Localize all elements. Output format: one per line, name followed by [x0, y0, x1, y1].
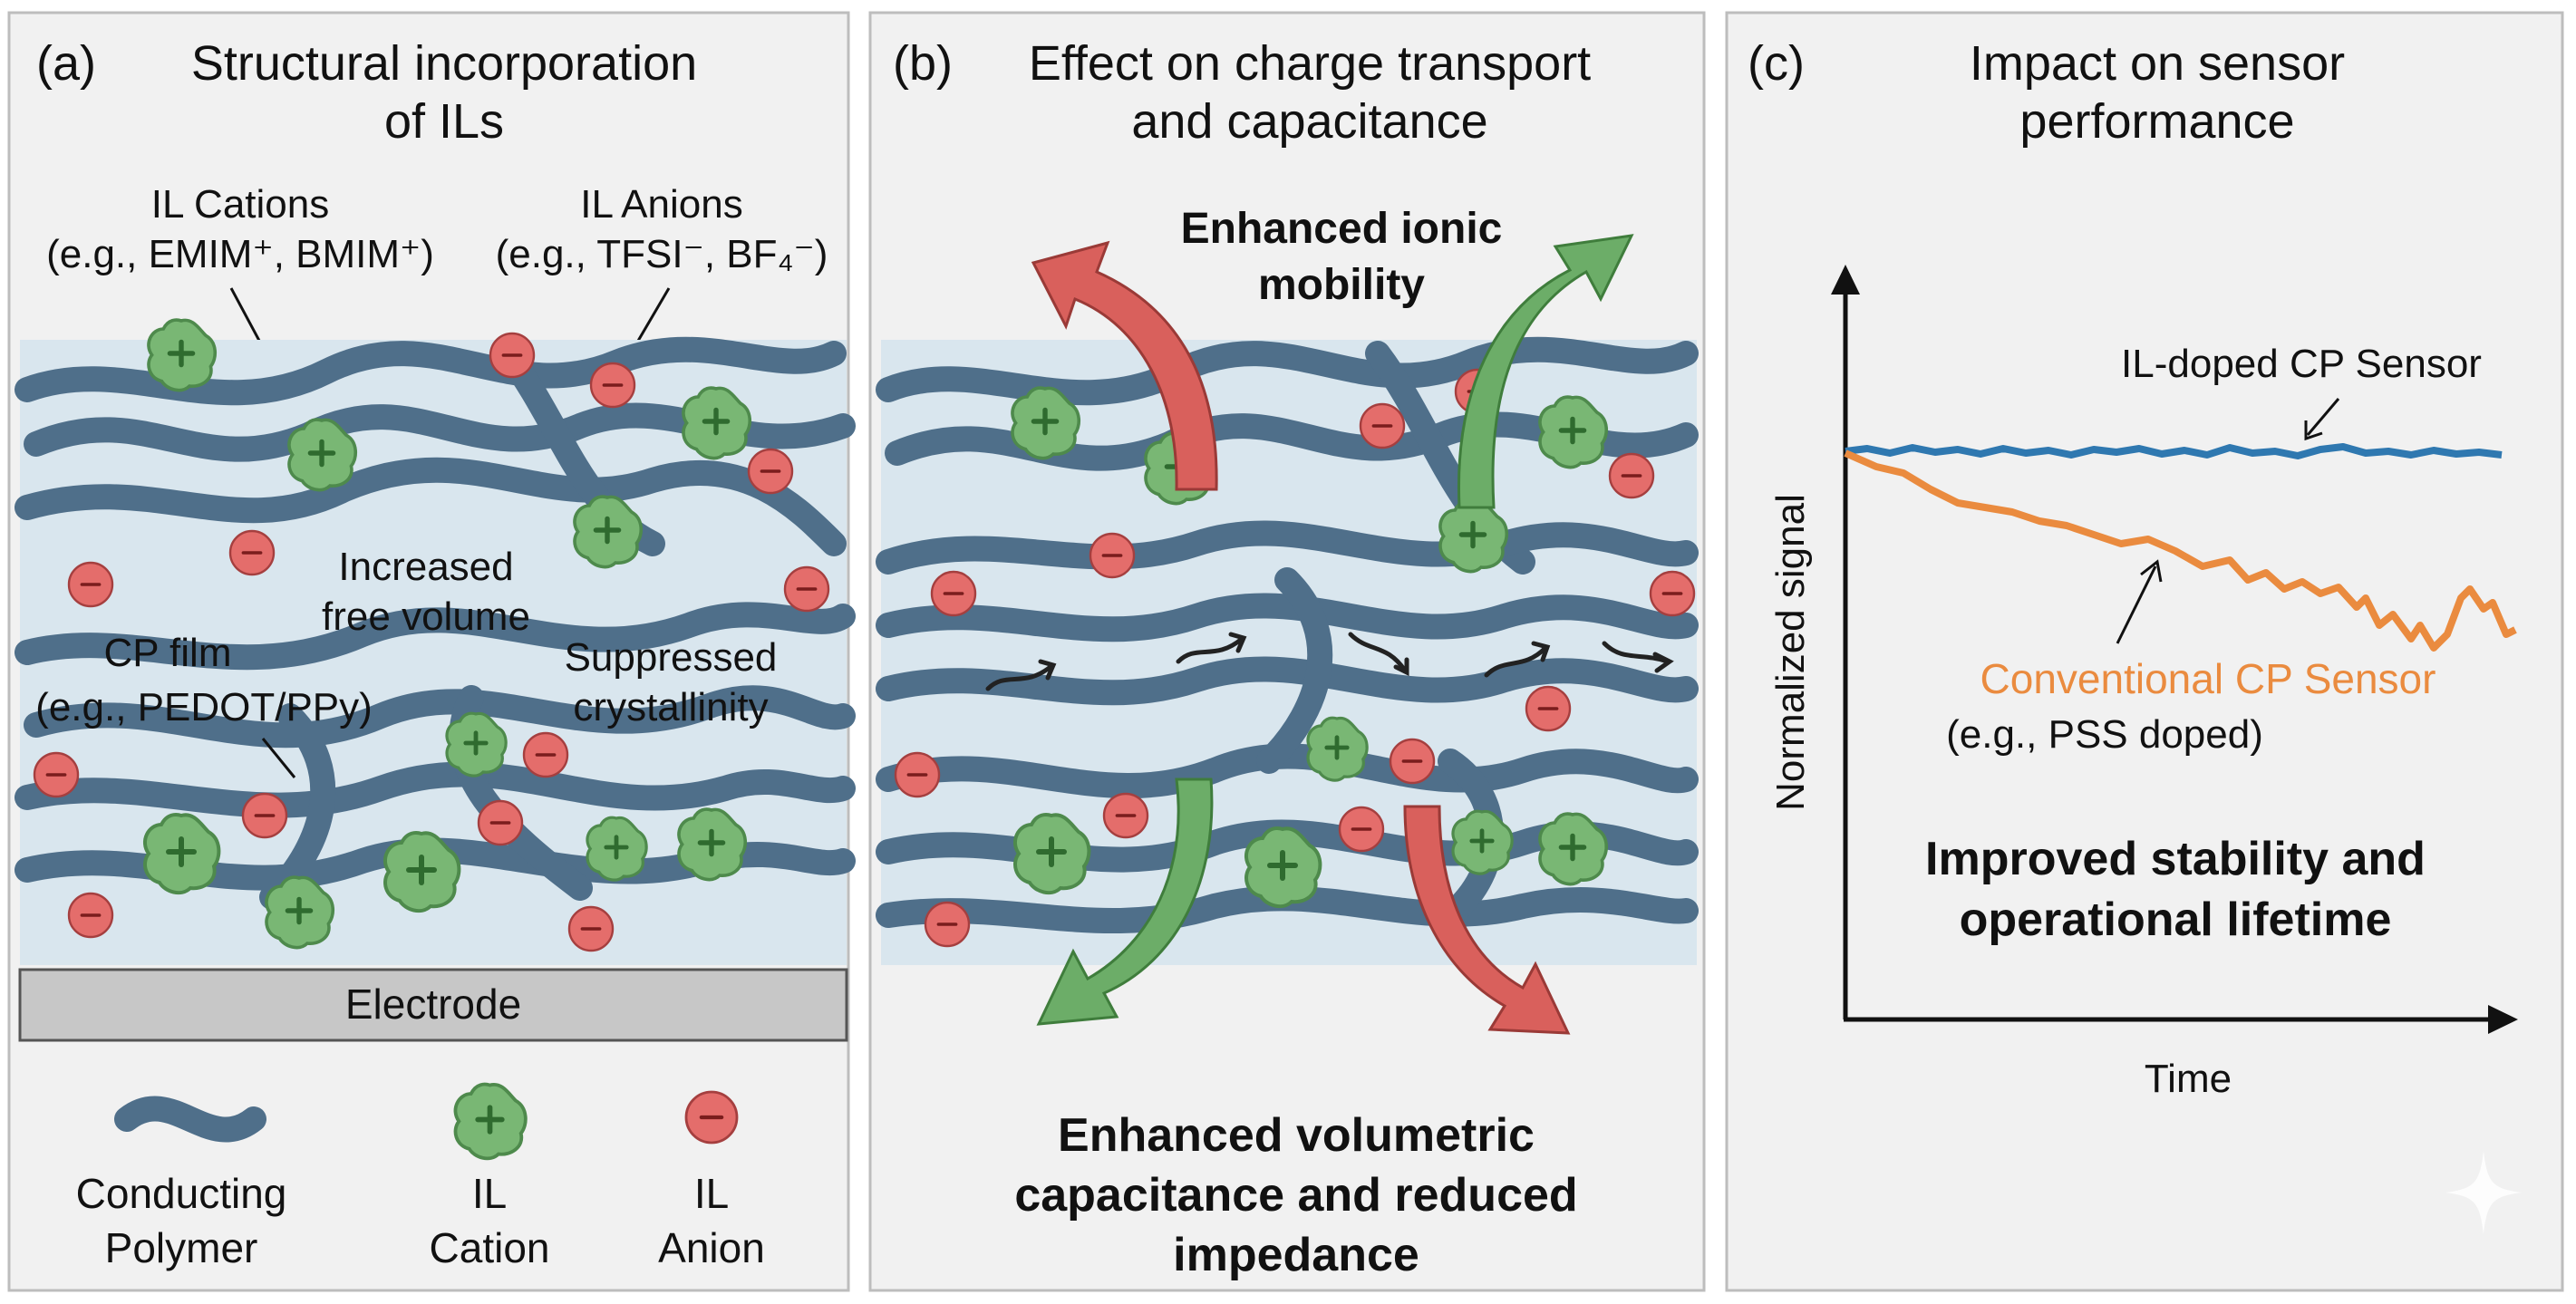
il-series-leader-head	[2304, 420, 2323, 441]
anions-label-line2: (e.g., TFSI⁻, BF₄⁻)	[496, 232, 828, 276]
conventional-series-leader-head	[2140, 559, 2163, 583]
electrode-label: Electrode	[345, 980, 521, 1028]
conventional-series-leader	[2116, 565, 2157, 644]
electrode-bar	[18, 968, 848, 1042]
legend-anion-line2: Anion	[658, 1224, 765, 1271]
panel-c-title-line2: performance	[2019, 94, 2294, 149]
il-series-leader	[2306, 398, 2340, 436]
conclusion-line1: Improved stability and	[1925, 833, 2426, 885]
mobility-line2: mobility	[1258, 261, 1425, 309]
capacitance-line1: Enhanced volumetric	[1058, 1109, 1535, 1162]
il-series-label: IL-doped CP Sensor	[2121, 342, 2482, 386]
cp-film-line2: (e.g., PEDOT/PPy)	[35, 685, 373, 729]
cations-label-line2: (e.g., EMIM⁺, BMIM⁺)	[46, 232, 434, 276]
panel-a-title-line1: Structural incorporation	[191, 36, 697, 91]
panel-c-letter: (c)	[1748, 36, 1805, 91]
panel-c-background	[1725, 11, 2564, 1292]
conventional-series-label: Conventional CP Sensor	[1980, 655, 2436, 702]
mobility-line1: Enhanced ionic	[1181, 205, 1503, 253]
panel-b: (b) Effect on charge transport and capac…	[868, 11, 1706, 1292]
capacitance-line2: capacitance and reduced	[1014, 1169, 1577, 1222]
panel-c-title-line1: Impact on sensor	[1970, 36, 2345, 91]
crystallinity-line2: crystallinity	[573, 685, 768, 729]
panel-c: (c) Impact on sensor performance Normali…	[1725, 11, 2564, 1292]
x-axis-label: Time	[2145, 1057, 2232, 1101]
legend-a: Conducting Polymer IL Cation IL Anion	[76, 1085, 765, 1271]
free-volume-line1: Increased	[338, 545, 513, 589]
anion-icon	[686, 1092, 737, 1143]
legend-cation-line1: IL	[472, 1170, 507, 1217]
anions-label-line1: IL Anions	[580, 182, 742, 227]
y-axis-arrowhead	[1831, 265, 1860, 295]
transport-arrows-b	[985, 632, 1674, 691]
legend-polymer-line1: Conducting	[76, 1170, 287, 1217]
cations-label-line1: IL Cations	[151, 182, 329, 227]
legend-polymer-line2: Polymer	[105, 1224, 258, 1271]
panel-b-letter: (b)	[893, 36, 953, 91]
cp-film-leader	[261, 738, 296, 778]
panel-b-title-line2: and capacitance	[1131, 94, 1487, 149]
conventional-series-note: (e.g., PSS doped)	[1946, 712, 2263, 757]
capacitance-line3: impedance	[1173, 1229, 1419, 1281]
conclusion-line2: operational lifetime	[1960, 893, 2392, 946]
sparkle-icon	[2445, 1151, 2522, 1234]
cp-film-line1: CP film	[104, 631, 232, 675]
x-axis-arrowhead	[2488, 1005, 2518, 1034]
polymer-chain-icon	[114, 1096, 266, 1143]
panel-a: (a) Structural incorporation of ILs IL C…	[7, 11, 856, 1292]
green-arrow-down	[1036, 778, 1214, 1026]
free-volume-line2: free volume	[322, 594, 530, 639]
flux-arrows-b	[1031, 234, 1634, 1035]
y-axis-label: Normalized signal	[1768, 494, 1813, 811]
legend-anion-line1: IL	[694, 1170, 729, 1217]
red-arrow-up	[1031, 240, 1218, 491]
il-doped-series-line	[1845, 443, 2503, 459]
red-arrow-down	[1403, 805, 1571, 1035]
panel-a-letter: (a)	[36, 36, 96, 91]
crystallinity-line1: Suppressed	[565, 635, 778, 680]
conventional-series-line	[1844, 449, 2517, 652]
panel-b-title-line1: Effect on charge transport	[1029, 36, 1591, 91]
green-arrow-up	[1457, 234, 1634, 509]
legend-cation-line2: Cation	[430, 1224, 550, 1271]
panel-a-title-line2: of ILs	[384, 94, 504, 149]
